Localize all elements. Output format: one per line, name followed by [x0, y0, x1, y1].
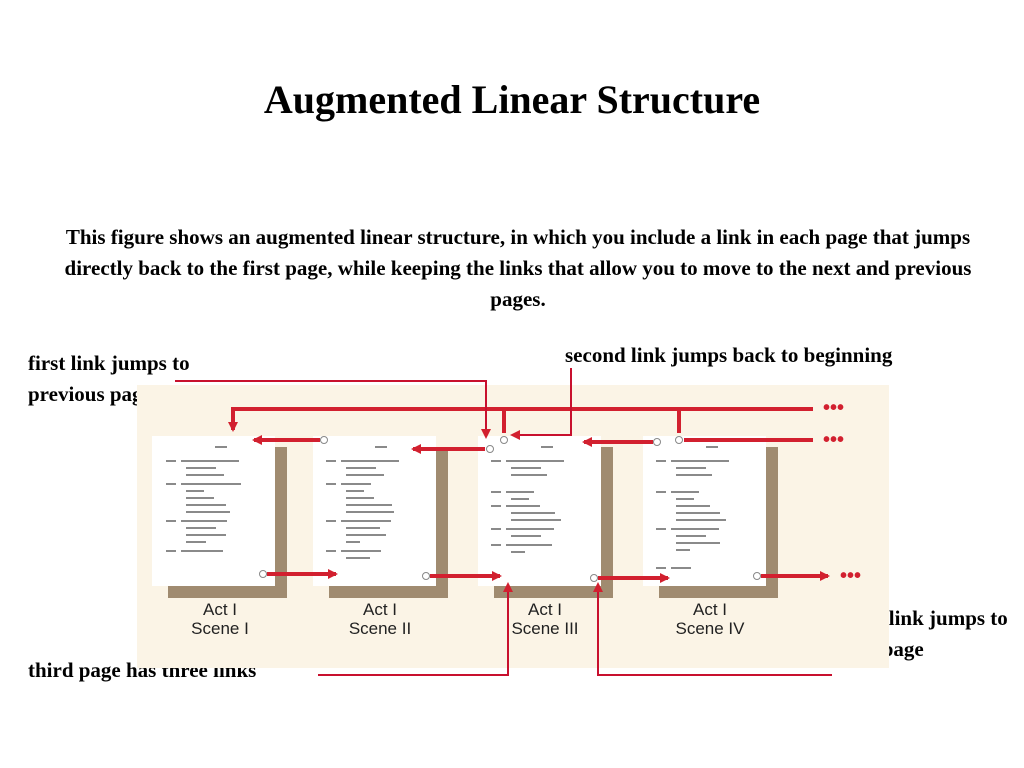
back-to-beginning-arrow — [228, 407, 813, 432]
link-anchor — [500, 436, 508, 444]
page-sheet — [643, 436, 766, 586]
leader-second-link — [510, 368, 572, 440]
slide-description: This figure shows an augmented linear st… — [64, 225, 972, 311]
callout-first-link: first link jumps to previous page — [28, 351, 190, 406]
continuation-dots-top: ••• — [823, 397, 844, 419]
page-caption-line1: Act I — [528, 600, 562, 619]
page-caption-line2: Scene IV — [676, 619, 746, 638]
page-text-lines — [491, 446, 564, 553]
link-anchor — [486, 445, 494, 453]
link-anchor — [753, 572, 761, 580]
link-anchor — [653, 438, 661, 446]
page-caption-line2: Scene II — [349, 619, 411, 638]
page-shadow — [659, 447, 778, 598]
link-anchor — [320, 436, 328, 444]
page-text-lines — [326, 446, 399, 559]
continuation-dots-bottom: ••• — [840, 565, 861, 587]
leader-third-link — [593, 582, 832, 676]
page-4: Act I Scene IV — [643, 436, 778, 638]
page-shadow — [168, 447, 287, 598]
callout-second-link: second link jumps back to beginning — [565, 343, 893, 367]
link-arrows — [228, 407, 830, 583]
continuation-dots: ••• ••• ••• — [823, 397, 861, 587]
page-2: Act I Scene II — [313, 436, 448, 638]
page-1: Act I Scene I — [152, 436, 287, 638]
leader-first-link — [175, 380, 491, 439]
slide-title: Augmented Linear Structure — [263, 77, 761, 122]
link-anchor — [675, 436, 683, 444]
continuation-dots-middle: ••• — [823, 429, 844, 451]
page-caption-line2: Scene I — [191, 619, 249, 638]
page-caption-line2: Scene III — [511, 619, 578, 638]
page-caption-line1: Act I — [363, 600, 397, 619]
page-sheet — [478, 436, 601, 586]
link-anchor — [590, 574, 598, 582]
leader-third-page — [318, 582, 513, 676]
page-text-lines — [166, 446, 241, 552]
page-shadow — [329, 447, 448, 598]
page-text-lines — [656, 446, 729, 569]
callout-leaders — [175, 368, 832, 676]
link-anchor — [422, 572, 430, 580]
page-caption-line1: Act I — [693, 600, 727, 619]
page-caption-line1: Act I — [203, 600, 237, 619]
link-anchors — [259, 436, 761, 582]
link-anchor — [259, 570, 267, 578]
